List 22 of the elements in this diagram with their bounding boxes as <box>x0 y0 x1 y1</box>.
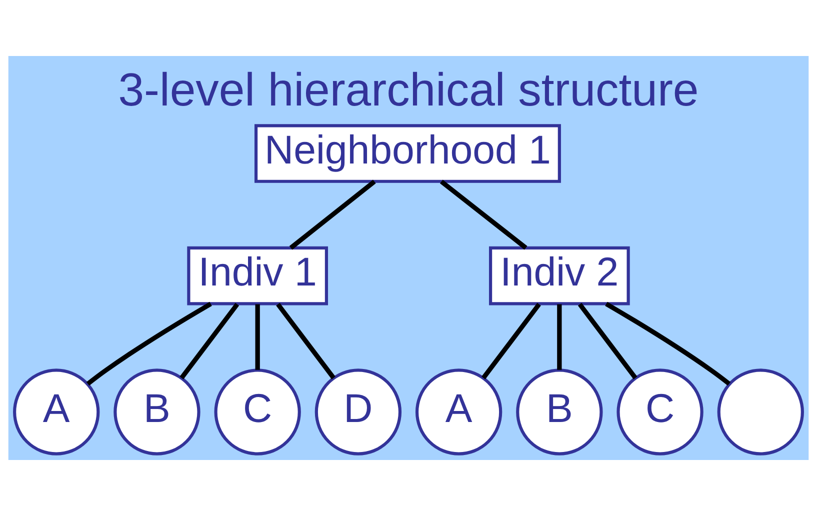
connector <box>289 179 376 250</box>
node-box: Indiv 1 <box>187 246 328 305</box>
connector <box>276 302 336 379</box>
connector <box>255 304 260 370</box>
node-box: Neighborhood 1 <box>254 124 561 182</box>
node-circle: B <box>516 368 603 455</box>
diagram-title: 3-level hierarchical structure <box>118 63 699 116</box>
connector <box>440 179 528 250</box>
connector <box>557 304 562 370</box>
connector <box>482 302 541 379</box>
node-circle: C <box>214 368 301 455</box>
node-circle: A <box>415 368 502 455</box>
node-circle <box>717 368 804 455</box>
node-circle: B <box>114 368 200 455</box>
connector <box>86 301 212 386</box>
connector <box>578 302 638 379</box>
node-circle: C <box>616 368 704 455</box>
connector <box>605 301 731 386</box>
connector <box>180 302 240 379</box>
node-circle: D <box>314 368 402 455</box>
node-box: Indiv 2 <box>489 246 630 305</box>
node-circle: A <box>13 368 100 455</box>
